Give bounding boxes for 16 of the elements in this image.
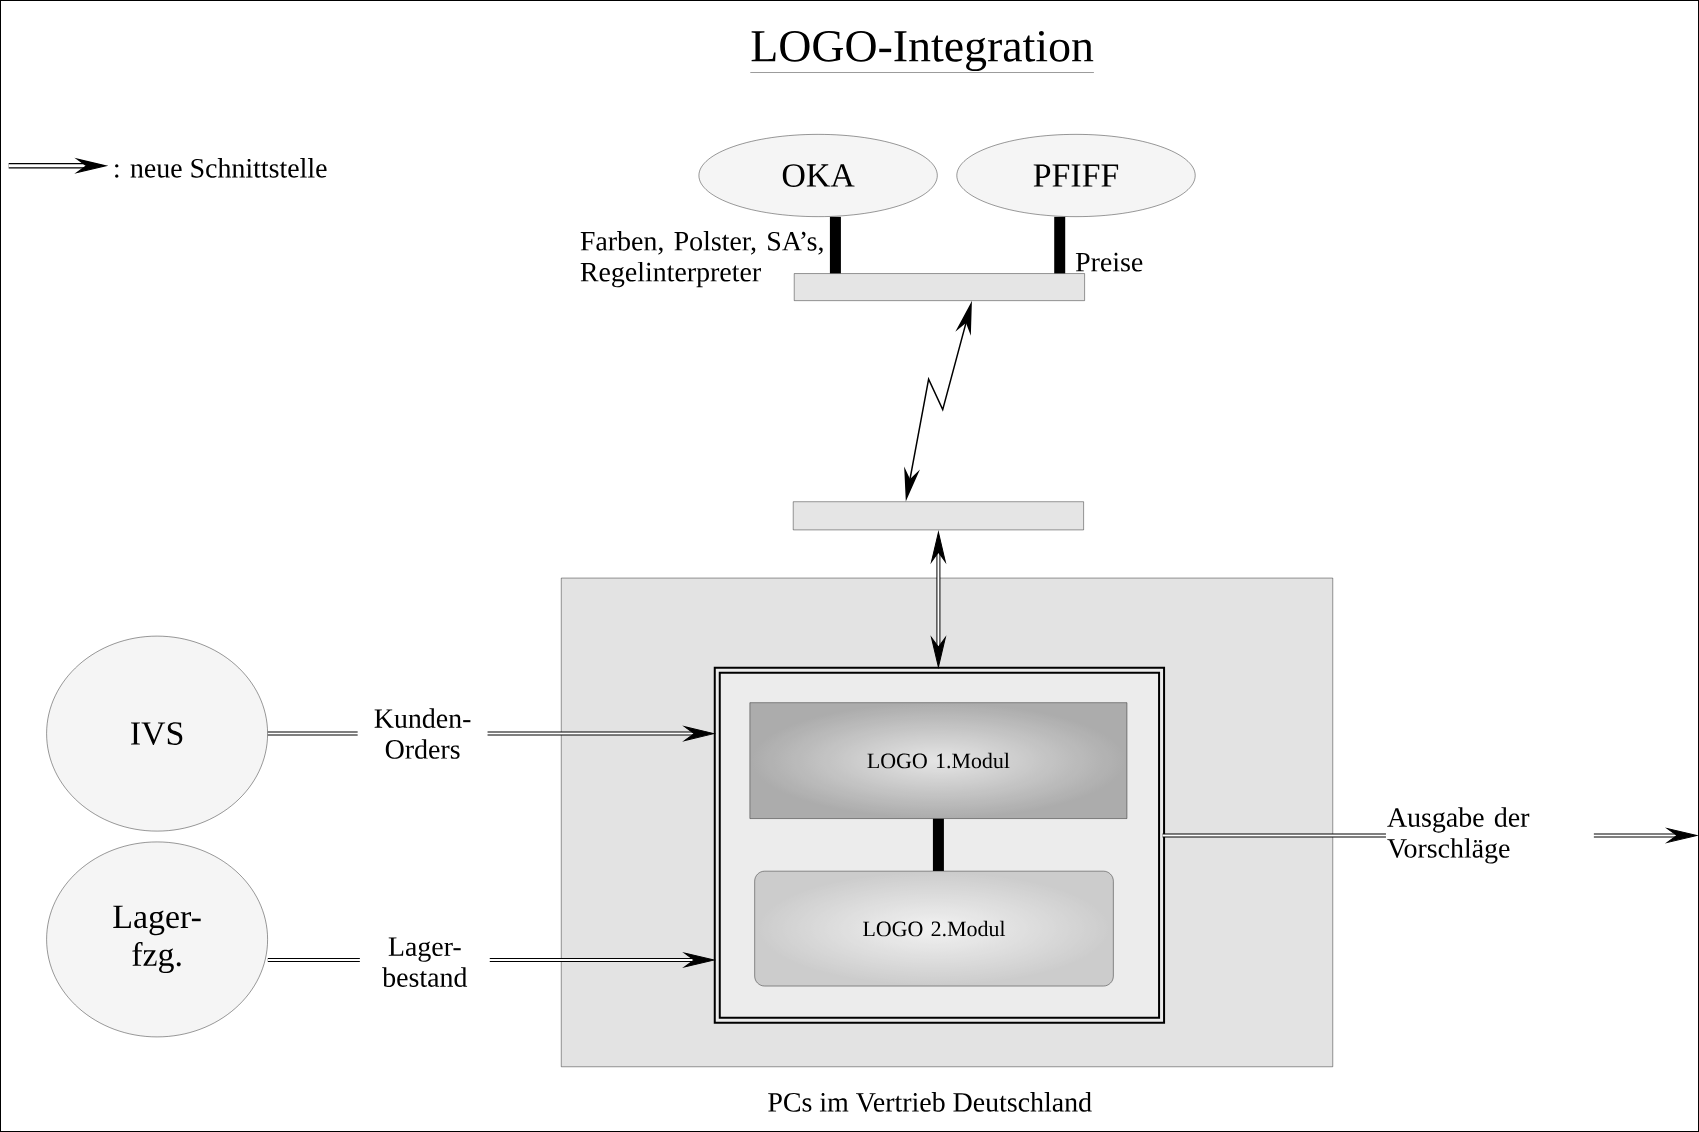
module-box: LOGO 1.Modul: [749, 702, 1128, 819]
interface-bar: [793, 501, 1084, 531]
connector: [930, 531, 946, 668]
connector: [932, 818, 944, 871]
edge-label: Kunden- Orders: [357, 707, 488, 760]
legend-text: : neue Schnittstelle: [115, 158, 327, 178]
note: Preise: [1075, 252, 1143, 272]
edge-label: Lager- bestand: [359, 936, 490, 988]
node-label: PCs im Vertrieb Deutschland: [768, 1092, 1092, 1112]
edge-label: Ausgabe der Vorschläge: [1385, 806, 1594, 865]
connector: [1054, 216, 1066, 274]
title: LOGO-Integration: [750, 30, 1095, 73]
connector: [829, 216, 841, 274]
interface-bar: [794, 273, 1085, 301]
module-box: LOGO 2.Modul: [754, 870, 1114, 987]
note: Farben, Polster, SA’s, Regelinterpreter: [580, 231, 823, 288]
